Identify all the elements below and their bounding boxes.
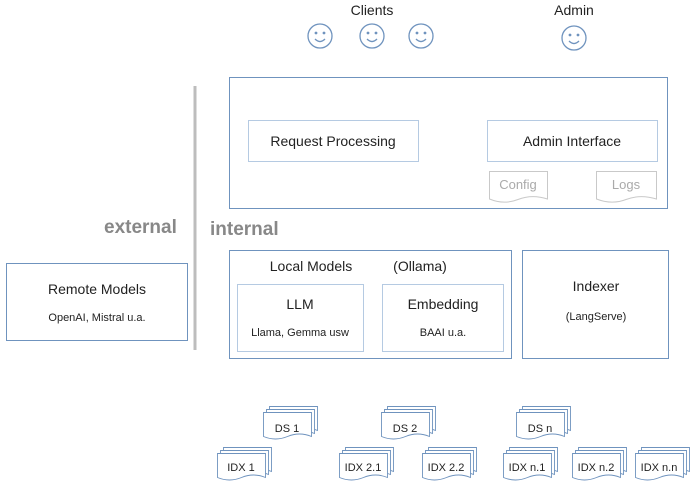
smiley-eye: [415, 31, 419, 35]
document-sheet: [635, 453, 684, 481]
document-sheet: [263, 412, 312, 440]
indexer-box: [522, 250, 669, 359]
document-sheet: [516, 412, 565, 440]
data-source-stack: [516, 406, 571, 440]
document-sheet: [572, 453, 621, 481]
llm-title: LLM: [286, 296, 314, 312]
remote-models-box: [6, 263, 188, 341]
embedding-subtitle: BAAI u.a.: [419, 327, 467, 339]
clients-label: Clients: [350, 2, 394, 18]
smiley-face-outline: [307, 23, 333, 49]
smiley-mouth: [314, 38, 326, 43]
index-label: IDX 2.2: [427, 462, 465, 474]
index-stack: [422, 447, 477, 481]
index-label: IDX n.1: [508, 462, 546, 474]
smiley-eye: [568, 33, 572, 37]
index-label: IDX 1: [227, 462, 255, 474]
document-sheet: [422, 453, 471, 481]
embedding-box: [382, 284, 504, 352]
client-smiley-icon-3: [408, 23, 434, 49]
smiley-eye: [423, 31, 427, 35]
index-label: IDX 2.1: [344, 462, 382, 474]
document-sheet: [339, 453, 388, 481]
index-stack: [635, 447, 690, 481]
smiley-eye: [374, 31, 378, 35]
indexer-title: Indexer: [572, 278, 620, 294]
request-processing-label: Request Processing: [270, 133, 396, 149]
document-sheet: [381, 412, 430, 440]
indexer-subtitle: (LangServe): [565, 311, 627, 323]
llm-box: [237, 284, 364, 352]
local-models-title: Local Models: [269, 258, 353, 274]
smiley-mouth: [415, 38, 427, 43]
document-sheet: [503, 453, 552, 481]
smiley-mouth: [366, 38, 378, 43]
data-source-stack: [263, 406, 318, 440]
data-source-label: DS n: [527, 423, 553, 435]
document-stacks: [217, 406, 690, 481]
smiley-eye: [366, 31, 370, 35]
smiley-eye: [576, 33, 580, 37]
config-document-shape: [489, 171, 548, 203]
local-models-runtime: (Ollama): [393, 258, 447, 274]
data-source-label: DS 2: [392, 423, 418, 435]
admin-label: Admin: [554, 2, 594, 18]
data-source-stack: [381, 406, 436, 440]
external-zone-label: external: [104, 217, 177, 238]
index-stack: [339, 447, 394, 481]
index-stack: [217, 447, 272, 481]
client-smiley-icon-1: [307, 23, 333, 49]
admin-interface-label: Admin Interface: [522, 133, 622, 149]
remote-models-subtitle: OpenAI, Mistral u.a.: [48, 312, 146, 324]
request-processing-box: [248, 120, 419, 162]
index-label: IDX n.n: [640, 462, 678, 474]
config-label: Config: [499, 177, 537, 192]
index-stack: [503, 447, 558, 481]
admin-smiley-icon: [561, 25, 587, 51]
internal-zone-label: internal: [210, 219, 279, 240]
client-smiley-icon-2: [359, 23, 385, 49]
index-stack: [572, 447, 627, 481]
data-source-label: DS 1: [274, 423, 300, 435]
smiley-face-outline: [408, 23, 434, 49]
smiley-eye: [322, 31, 326, 35]
llm-subtitle: Llama, Gemma usw: [251, 327, 349, 339]
logs-label: Logs: [611, 177, 641, 192]
local-models-box: [229, 250, 512, 359]
document-sheet: [217, 453, 266, 481]
smiley-mouth: [568, 40, 580, 45]
admin-interface-box: [487, 120, 658, 162]
smiley-face-outline: [359, 23, 385, 49]
server-container-box: [229, 77, 668, 209]
index-label: IDX n.2: [577, 462, 615, 474]
remote-models-title: Remote Models: [47, 281, 147, 297]
smiley-eye: [314, 31, 318, 35]
smiley-face-outline: [561, 25, 587, 51]
logs-document-shape: [596, 171, 657, 203]
embedding-title: Embedding: [407, 296, 479, 312]
